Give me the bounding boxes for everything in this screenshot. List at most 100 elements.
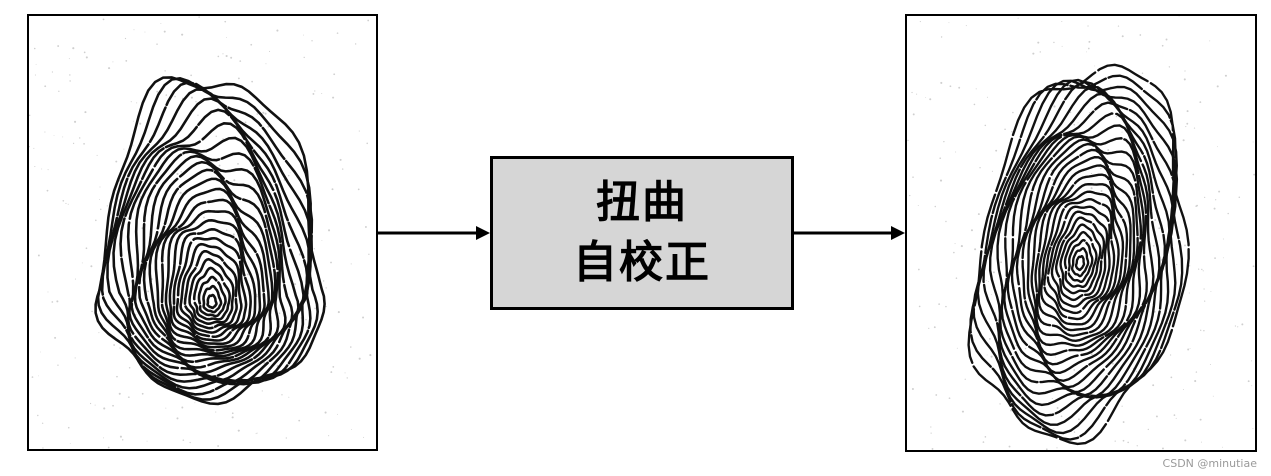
texture-speck — [938, 303, 941, 306]
arrow-right-icon — [794, 226, 905, 240]
texture-speck — [164, 157, 166, 159]
texture-speck — [176, 172, 179, 176]
texture-speck — [928, 327, 930, 330]
texture-speck — [995, 312, 997, 314]
texture-speck — [144, 336, 146, 338]
texture-speck — [281, 394, 283, 396]
texture-speck — [1069, 111, 1072, 114]
texture-speck — [147, 290, 150, 293]
process-label-line-1: 扭曲 — [596, 177, 688, 228]
texture-speck — [230, 56, 233, 59]
texture-speck — [37, 254, 40, 257]
fingerprint-ridge — [1074, 254, 1086, 272]
texture-speck — [990, 293, 992, 295]
fingerprint-ridge — [1054, 216, 1106, 302]
texture-speck — [244, 121, 247, 124]
texture-speck — [1000, 261, 1002, 264]
texture-speck — [165, 407, 167, 409]
process-label-line-2: 自校正 — [573, 237, 711, 288]
texture-speck — [917, 204, 919, 206]
texture-speck — [96, 154, 98, 156]
texture-speck — [1121, 405, 1123, 407]
texture-speck — [982, 441, 985, 443]
fingerprint-ridge — [126, 122, 305, 385]
texture-speck — [57, 45, 60, 47]
arrow-right-icon — [378, 226, 490, 240]
texture-speck — [67, 203, 69, 205]
texture-speck — [341, 168, 344, 170]
texture-speck — [925, 97, 927, 98]
texture-speck — [1252, 265, 1255, 268]
texture-speck — [354, 43, 357, 45]
texture-speck — [231, 412, 234, 415]
texture-speck — [1204, 300, 1206, 302]
texture-speck — [1121, 35, 1124, 38]
texture-speck — [984, 124, 987, 127]
texture-speck — [336, 32, 339, 34]
texture-speck — [918, 268, 920, 271]
fingerprint-ridge — [119, 108, 309, 386]
texture-speck — [1212, 395, 1214, 397]
texture-speck — [218, 164, 221, 167]
texture-speck — [929, 98, 932, 101]
fingerprint-ridge — [1040, 190, 1120, 326]
texture-speck — [1168, 66, 1171, 68]
texture-speck — [1234, 325, 1237, 327]
texture-speck — [288, 396, 290, 398]
texture-speck — [56, 300, 59, 303]
texture-speck — [195, 101, 197, 103]
texture-speck — [366, 142, 368, 145]
texture-speck — [251, 80, 253, 83]
texture-speck — [276, 29, 279, 32]
ridge-pattern — [967, 63, 1190, 446]
texture-speck — [40, 351, 41, 353]
fingerprint-ridge — [1059, 223, 1102, 295]
texture-speck — [1170, 376, 1173, 379]
fingerprint-ridge — [175, 236, 248, 339]
texture-speck — [1213, 207, 1216, 210]
texture-speck — [964, 378, 966, 380]
texture-speck — [215, 135, 217, 138]
texture-speck — [69, 74, 71, 76]
texture-speck — [33, 47, 36, 50]
texture-speck — [1078, 418, 1080, 421]
texture-speck — [954, 243, 956, 245]
texture-speck — [350, 263, 352, 265]
texture-speck — [1251, 385, 1253, 387]
texture-speck — [29, 146, 30, 148]
texture-speck — [44, 85, 47, 88]
fingerprint-ridge — [148, 177, 274, 358]
texture-speck — [41, 422, 44, 424]
texture-speck — [1158, 227, 1161, 230]
texture-speck — [1056, 447, 1058, 449]
texture-speck — [1127, 441, 1129, 444]
texture-speck — [85, 247, 88, 250]
texture-speck — [298, 419, 301, 422]
texture-speck — [115, 160, 118, 163]
texture-speck — [302, 34, 304, 36]
texture-speck — [1061, 21, 1063, 23]
texture-speck — [139, 122, 142, 125]
texture-speck — [1201, 268, 1203, 271]
texture-speck — [133, 29, 135, 31]
texture-speck — [1253, 173, 1255, 176]
texture-speck — [358, 357, 361, 360]
texture-speck — [298, 253, 302, 256]
texture-speck — [363, 436, 365, 438]
texture-speck — [313, 248, 315, 250]
fingerprint-ridge — [967, 63, 1190, 446]
texture-speck — [1077, 122, 1079, 124]
texture-speck — [1200, 329, 1202, 331]
texture-speck — [988, 338, 991, 340]
texture-speck — [255, 226, 257, 227]
texture-speck — [1222, 257, 1224, 259]
texture-speck — [1061, 45, 1063, 47]
texture-speck — [42, 447, 44, 449]
texture-speck — [322, 280, 325, 282]
texture-speck — [1217, 146, 1218, 148]
texture-speck — [180, 171, 182, 173]
fingerprint-ridge — [164, 209, 262, 349]
texture-speck — [118, 392, 121, 395]
texture-speck — [1199, 101, 1202, 104]
texture-speck — [321, 92, 323, 94]
